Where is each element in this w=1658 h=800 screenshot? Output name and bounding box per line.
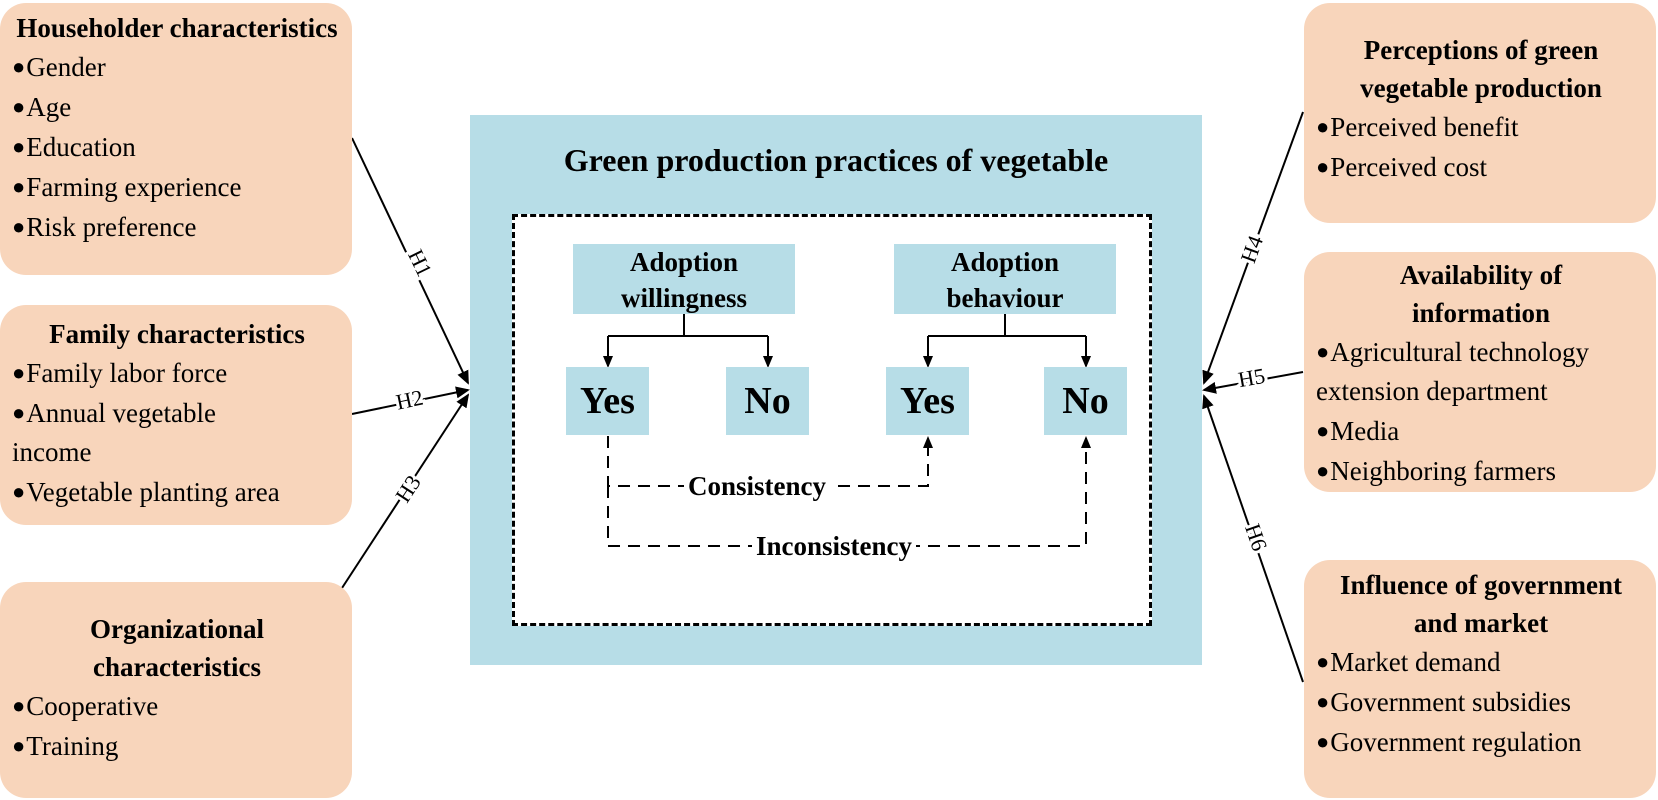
list-item: ●Media [1316,416,1400,446]
availability-of-information-box: Availability of information ●Agricultura… [1304,252,1656,492]
adoption-behaviour-header: Adoption behaviour [894,244,1116,314]
list-item: ●Annual vegetable income [12,398,216,467]
bullet-icon: ● [12,479,26,504]
family-characteristics-list: ●Family labor force ●Annual vegetable in… [12,353,342,512]
householder-characteristics-box: Householder characteristics ●Gender ●Age… [0,3,352,275]
list-item: ●Education [12,132,136,162]
family-characteristics-box: Family characteristics ●Family labor for… [0,305,352,525]
list-item: ●Perceived benefit [1316,112,1519,142]
government-and-market-title: Influence of government and market [1340,570,1622,638]
bullet-icon: ● [12,693,26,718]
list-item: ●Vegetable planting area [12,477,280,507]
list-item: ●Agricultural technology extension depar… [1316,337,1589,406]
willingness-no: No [726,367,809,435]
list-item: ●Risk preference [12,212,197,242]
list-item: ●Perceived cost [1316,152,1487,182]
bullet-icon: ● [1316,729,1330,754]
center-title: Green production practices of vegetable [563,142,1109,178]
inconsistency-path [607,436,1091,547]
perceptions-list: ●Perceived benefit ●Perceived cost [1316,107,1646,187]
list-item: ●Neighboring farmers [1316,456,1556,486]
list-item: ●Family labor force [12,358,228,388]
list-item: ●Government subsidies [1316,687,1572,717]
adoption-willingness-header: Adoption willingness [573,244,795,314]
h2-arrow [351,386,470,415]
h5-arrow [1202,371,1304,394]
bullet-icon: ● [1316,689,1330,714]
list-item: ●Government regulation [1316,727,1582,757]
bullet-icon: ● [12,134,26,159]
bullet-icon: ● [1316,339,1330,364]
list-item: ●Gender [12,52,106,82]
organizational-characteristics-box: Organizational characteristics ●Cooperat… [0,582,352,798]
bullet-icon: ● [1316,418,1330,443]
inconsistency-label: Inconsistency [752,530,917,562]
government-and-market-list: ●Market demand ●Government subsidies ●Go… [1316,642,1646,762]
organizational-characteristics-list: ●Cooperative ●Training [12,686,342,766]
h1-arrow [351,137,469,385]
h3-arrow [341,393,470,589]
willingness-yes: Yes [566,367,649,435]
bullet-icon: ● [1316,649,1330,674]
bullet-icon: ● [12,94,26,119]
h2-label: H2 [394,385,426,415]
bullet-icon: ● [1316,114,1330,139]
list-item: ●Training [12,731,119,761]
bullet-icon: ● [12,360,26,385]
bullet-icon: ● [12,214,26,239]
bullet-icon: ● [12,174,26,199]
government-and-market-box: Influence of government and market ●Mark… [1304,560,1656,798]
perceptions-title: Perceptions of green vegetable productio… [1360,35,1602,103]
bullet-icon: ● [12,400,26,425]
bullet-icon: ● [1316,154,1330,179]
bullet-icon: ● [12,54,26,79]
bullet-icon: ● [1316,458,1330,483]
availability-of-information-title: Availability of information [1399,260,1563,328]
list-item: ●Market demand [1316,647,1501,677]
h6-arrow [1202,394,1304,683]
family-characteristics-title: Family characteristics [49,319,305,349]
householder-characteristics-title: Householder characteristics [16,13,338,43]
availability-of-information-list: ●Agricultural technology extension depar… [1316,332,1646,491]
list-item: ●Cooperative [12,691,159,721]
list-item: ●Farming experience [12,172,242,202]
behaviour-yes: Yes [886,367,969,435]
perceptions-box: Perceptions of green vegetable productio… [1304,3,1656,223]
h4-arrow [1202,111,1304,385]
bullet-icon: ● [12,733,26,758]
organizational-characteristics-title: Organizational characteristics [90,614,264,682]
behaviour-no: No [1044,367,1127,435]
list-item: ●Age [12,92,72,122]
consistency-label: Consistency [684,470,831,502]
householder-characteristics-list: ●Gender ●Age ●Education ●Farming experie… [12,47,342,247]
